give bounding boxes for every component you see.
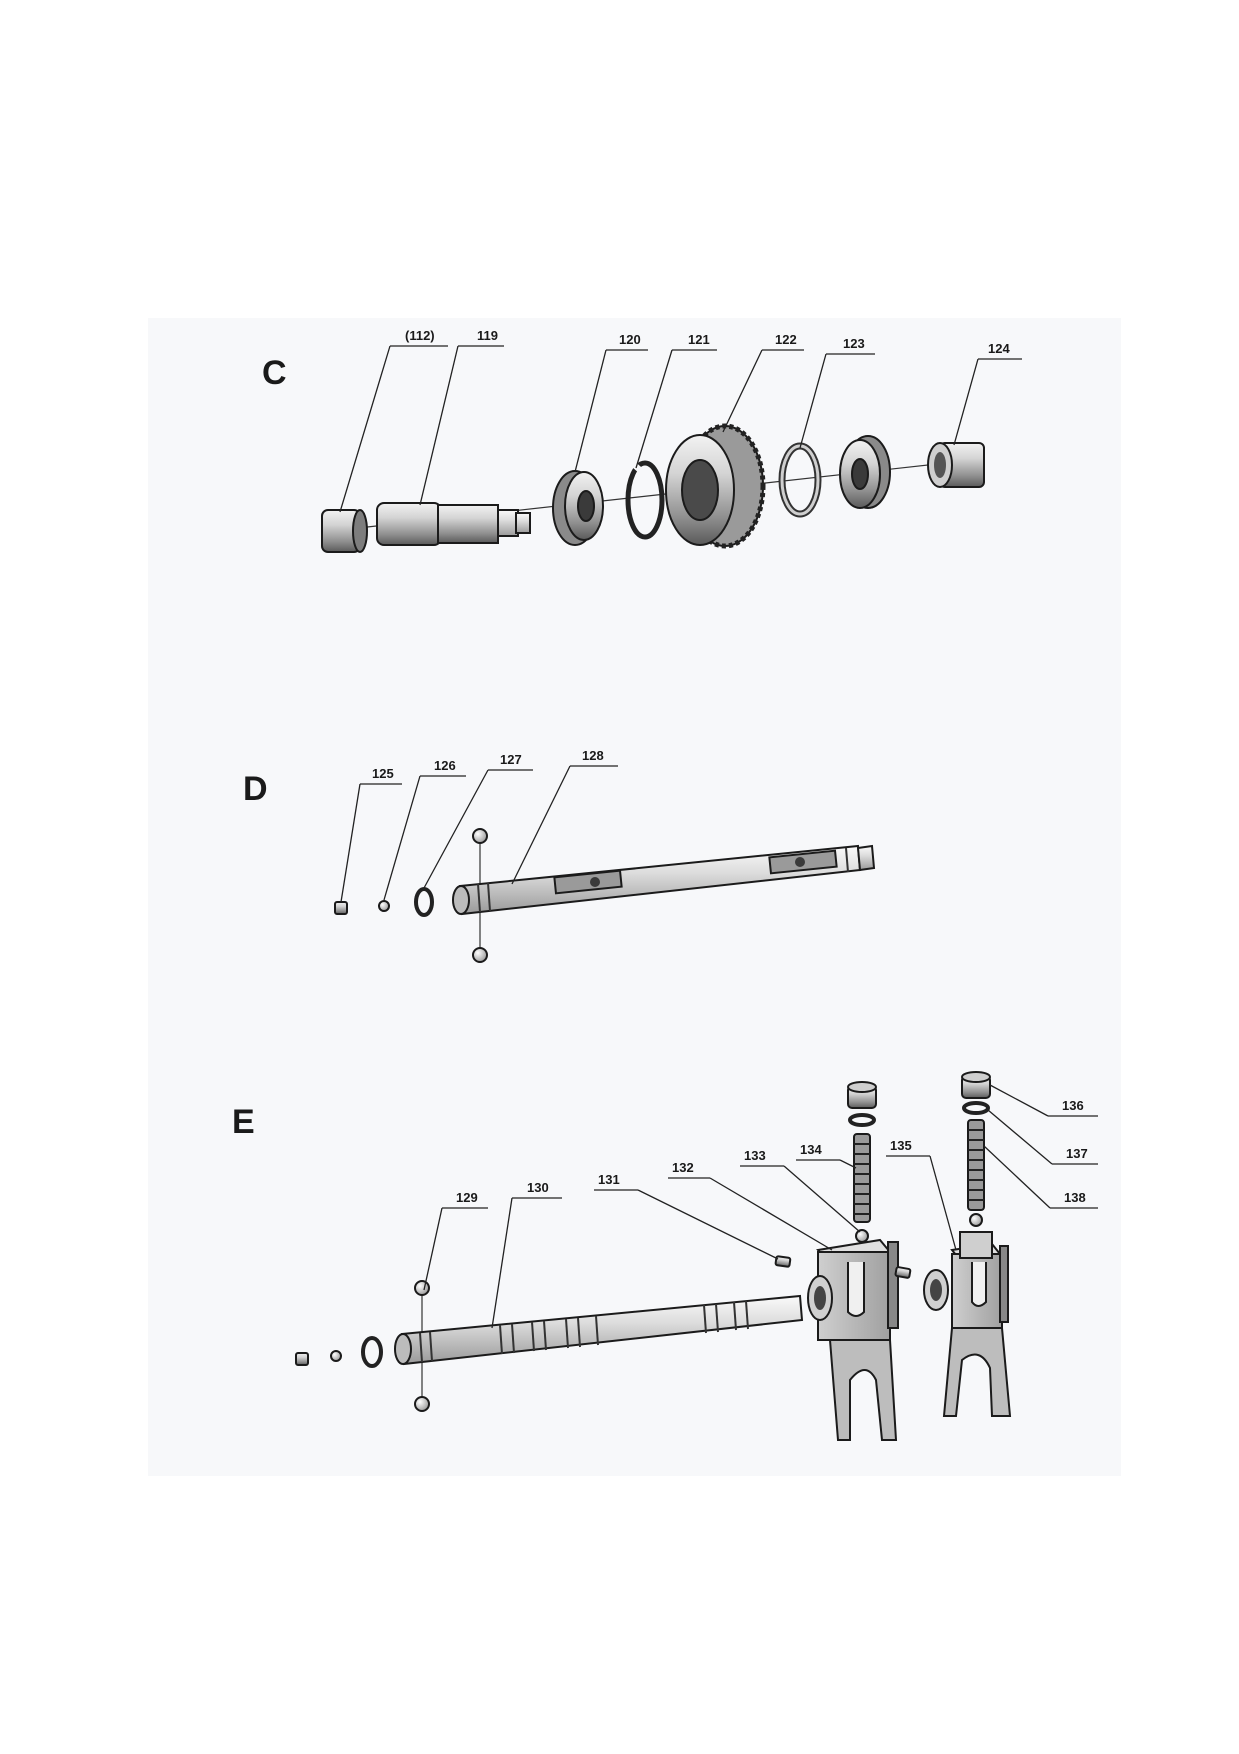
- section-e: E: [232, 1071, 1098, 1441]
- callout-129: 129: [423, 1190, 488, 1291]
- callout-128: 128: [511, 748, 618, 885]
- svg-text:126: 126: [434, 758, 456, 773]
- callout-138: 138: [983, 1145, 1098, 1209]
- svg-text:131: 131: [598, 1172, 620, 1187]
- part-126-ball: [378, 900, 390, 912]
- part-e-ball: [330, 1350, 342, 1362]
- callout-122: 122: [722, 332, 804, 433]
- part-128-shaft: [452, 844, 876, 916]
- svg-text:125: 125: [372, 766, 394, 781]
- section-d: D: [243, 748, 876, 963]
- part-fork2-set-screw: [894, 1266, 912, 1279]
- part-137-washer: [962, 1101, 990, 1115]
- part-131-set-screw: [774, 1255, 792, 1268]
- part-132-shift-fork: [807, 1238, 899, 1441]
- callout-126: 126: [383, 758, 466, 901]
- part-fork1-washer: [848, 1113, 876, 1127]
- part-127-o-ring: [414, 887, 434, 917]
- part-fork2-ball: [969, 1213, 983, 1227]
- part-138-spring: [967, 1119, 985, 1211]
- callout-125: 125: [340, 766, 402, 903]
- callout-123: 123: [799, 336, 875, 449]
- svg-text:134: 134: [800, 1142, 822, 1157]
- part-122-gear: [665, 423, 766, 549]
- part-bearing-2: [839, 435, 891, 509]
- part-120-bearing: [552, 470, 604, 546]
- callout-127: 127: [423, 752, 533, 889]
- part-e-screw: [295, 1352, 309, 1366]
- svg-text:128: 128: [582, 748, 604, 763]
- svg-text:120: 120: [619, 332, 641, 347]
- callout-121: 121: [635, 332, 717, 469]
- callout-137: 137: [987, 1109, 1098, 1165]
- section-c-letter: C: [262, 354, 287, 392]
- callout-135: 135: [886, 1138, 957, 1251]
- part-112-bushing: [321, 509, 368, 553]
- callout-124: 124: [953, 341, 1022, 446]
- svg-text:135: 135: [890, 1138, 912, 1153]
- part-135-shift-fork: [923, 1231, 1012, 1417]
- part-119-shaft: [376, 502, 531, 546]
- svg-text:(112): (112): [405, 328, 435, 343]
- section-d-letter: D: [243, 770, 268, 808]
- section-c: C: [262, 328, 1022, 553]
- svg-text:129: 129: [456, 1190, 478, 1205]
- callout-112: (112): [339, 328, 448, 513]
- callout-133: 133: [740, 1148, 861, 1233]
- part-e-o-ring: [361, 1336, 383, 1368]
- section-e-letter: E: [232, 1103, 255, 1141]
- part-124-sleeve: [927, 442, 985, 488]
- svg-text:130: 130: [527, 1180, 549, 1195]
- svg-text:119: 119: [477, 328, 498, 343]
- svg-text:127: 127: [500, 752, 522, 767]
- svg-text:124: 124: [988, 341, 1010, 356]
- svg-text:122: 122: [775, 332, 797, 347]
- callout-130: 130: [491, 1180, 562, 1329]
- part-fork1-plug: [847, 1081, 877, 1109]
- part-130-shaft: [394, 1294, 804, 1366]
- svg-text:121: 121: [688, 332, 710, 347]
- svg-text:136: 136: [1062, 1098, 1084, 1113]
- svg-text:123: 123: [843, 336, 865, 351]
- part-136-plug: [961, 1071, 991, 1099]
- svg-text:137: 137: [1066, 1146, 1088, 1161]
- callout-136: 136: [989, 1084, 1098, 1117]
- svg-text:132: 132: [672, 1160, 694, 1175]
- callout-119: 119: [419, 328, 504, 506]
- part-133-ball: [855, 1229, 869, 1243]
- svg-text:133: 133: [744, 1148, 766, 1163]
- callout-131: 131: [594, 1172, 779, 1260]
- callout-132: 132: [668, 1160, 833, 1251]
- callout-120: 120: [574, 332, 648, 473]
- part-125-screw: [334, 901, 348, 915]
- svg-text:138: 138: [1064, 1190, 1086, 1205]
- part-134-spring: [853, 1133, 871, 1223]
- callout-134: 134: [796, 1142, 857, 1169]
- part-121-snap-ring: [625, 460, 665, 540]
